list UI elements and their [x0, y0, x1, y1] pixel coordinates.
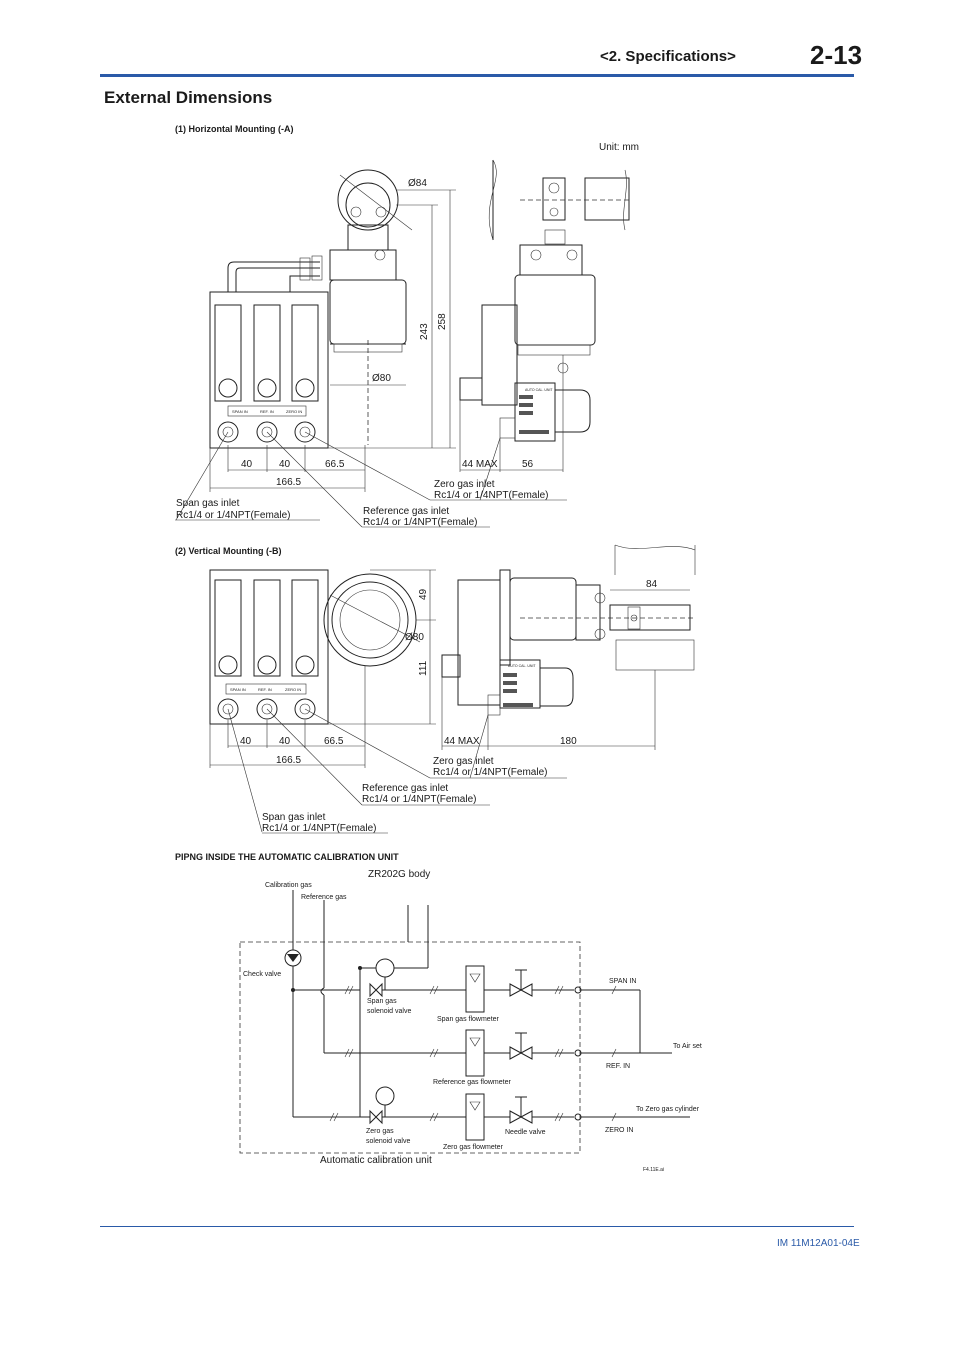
v-dim-180: 180: [560, 736, 577, 747]
h-dim-1665: 166.5: [276, 477, 301, 488]
h-port-zero-label: ZERO IN: [286, 409, 302, 414]
v-span-inlet-2: Rc1/4 or 1/4NPT(Female): [262, 823, 376, 834]
page-number: 2-13: [810, 40, 863, 70]
v-dim-665: 66.5: [324, 736, 344, 747]
body-label: ZR202G body: [368, 869, 430, 880]
vertical-side-view: AUTO CAL. UNIT 84 44 MAX 180: [441, 544, 696, 779]
zero-in-label: ZERO IN: [605, 1127, 633, 1134]
calibration-unit-label: Automatic calibration unit: [320, 1155, 432, 1166]
h-span-inlet-1: Span gas inlet: [176, 498, 240, 509]
header-rule: [100, 74, 854, 77]
file-ref: F4.11E.ai: [643, 1167, 664, 1173]
h-dim-40b: 40: [279, 459, 291, 470]
h-dim-40a: 40: [241, 459, 253, 470]
section-title: External Dimensions: [104, 88, 273, 107]
horizontal-title: (1) Horizontal Mounting (-A): [175, 124, 293, 134]
h-dim-56: 56: [522, 459, 534, 470]
span-valve-label-1: Span gas: [367, 998, 397, 1005]
h-dim-phi80: Ø80: [372, 373, 391, 384]
vertical-title: (2) Vertical Mounting (-B): [175, 546, 282, 556]
h-ref-inlet-2: Rc1/4 or 1/4NPT(Female): [363, 517, 477, 528]
vertical-front-view: SPAN IN REF. IN ZERO IN Ø80 49 111 40 40…: [209, 569, 567, 834]
v-span-inlet-1: Span gas inlet: [262, 812, 326, 823]
h-dim-243: 243: [419, 323, 430, 340]
h-cal-unit-label: AUTO CAL. UNIT: [525, 388, 553, 392]
v-dim-1665: 166.5: [276, 755, 301, 766]
ref-flowmeter-label: Reference gas flowmeter: [433, 1079, 511, 1086]
v-dim-44max: 44 MAX: [444, 736, 480, 747]
unit-label: Unit: mm: [599, 142, 639, 153]
h-zero-inlet-1: Zero gas inlet: [434, 479, 495, 490]
reference-gas-label: Reference gas: [301, 894, 347, 901]
v-dim-49: 49: [418, 588, 429, 600]
v-ref-inlet-2: Rc1/4 or 1/4NPT(Female): [362, 794, 476, 805]
h-port-span-label: SPAN IN: [232, 409, 248, 414]
horizontal-side-view: AUTO CAL. UNIT 44 MAX 56: [459, 159, 630, 501]
v-cal-unit-label: AUTO CAL. UNIT: [508, 664, 536, 668]
ref-in-label: REF. IN: [606, 1063, 630, 1070]
v-dim-111: 111: [418, 660, 429, 676]
check-valve-label: Check valve: [243, 971, 281, 978]
needle-valve-label: Needle valve: [505, 1129, 546, 1136]
piping-title: PIPNG INSIDE THE AUTOMATIC CALIBRATION U…: [175, 852, 399, 862]
document-id: IM 11M12A01-04E: [777, 1238, 860, 1249]
v-port-ref-label: REF. IN: [258, 687, 272, 692]
span-flowmeter-label: Span gas flowmeter: [437, 1016, 500, 1023]
span-valve-label-2: solenoid valve: [367, 1008, 411, 1015]
h-ref-inlet-1: Reference gas inlet: [363, 506, 449, 517]
horizontal-front-view: SPAN IN REF. IN ZERO IN Ø84 243: [175, 169, 567, 528]
h-zero-inlet-2: Rc1/4 or 1/4NPT(Female): [434, 490, 548, 501]
v-ref-inlet-1: Reference gas inlet: [362, 783, 448, 794]
h-port-ref-label: REF. IN: [260, 409, 274, 414]
header-section: <2. Specifications>: [600, 48, 736, 65]
h-dim-phi84: Ø84: [408, 178, 427, 189]
to-air-set-label: To Air set: [673, 1043, 702, 1050]
to-zero-cylinder-label: To Zero gas cylinder: [636, 1106, 700, 1113]
zero-valve-label-2: solenoid valve: [366, 1138, 410, 1145]
h-dim-258: 258: [437, 313, 448, 330]
h-dim-665: 66.5: [325, 459, 345, 470]
v-zero-inlet-1: Zero gas inlet: [433, 756, 494, 767]
h-dim-44max: 44 MAX: [462, 459, 498, 470]
v-zero-inlet-2: Rc1/4 or 1/4NPT(Female): [433, 767, 547, 778]
zero-valve-label-1: Zero gas: [366, 1128, 394, 1135]
v-dim-40b: 40: [279, 736, 291, 747]
footer-rule: [100, 1226, 854, 1227]
calibration-gas-label: Calibration gas: [265, 882, 312, 889]
h-span-inlet-2: Rc1/4 or 1/4NPT(Female): [176, 510, 290, 521]
piping-diagram: Check valve Span gas solenoid valve Span…: [239, 890, 702, 1154]
v-dim-84: 84: [646, 579, 658, 590]
v-dim-phi80: Ø80: [405, 632, 424, 643]
v-port-zero-label: ZERO IN: [285, 687, 301, 692]
span-in-label: SPAN IN: [609, 978, 637, 985]
zero-flowmeter-label: Zero gas flowmeter: [443, 1144, 504, 1151]
v-dim-40a: 40: [240, 736, 252, 747]
v-port-span-label: SPAN IN: [230, 687, 246, 692]
